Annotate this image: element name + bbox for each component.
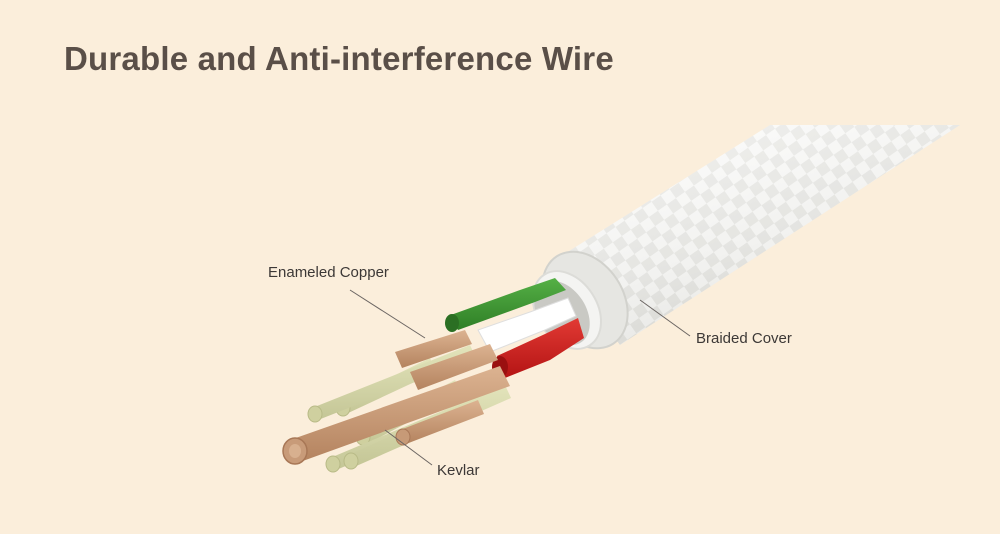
copper-conductors	[282, 330, 510, 465]
callout-enameled-copper: Enameled Copper	[268, 264, 389, 281]
headline: Durable and Anti-interference Wire	[64, 40, 614, 77]
callout-leaders	[349, 289, 691, 466]
braided-cover	[531, 125, 960, 350]
callout-kevlar: Kevlar	[437, 462, 480, 479]
callout-braided-cover: Braided Cover	[696, 330, 792, 347]
